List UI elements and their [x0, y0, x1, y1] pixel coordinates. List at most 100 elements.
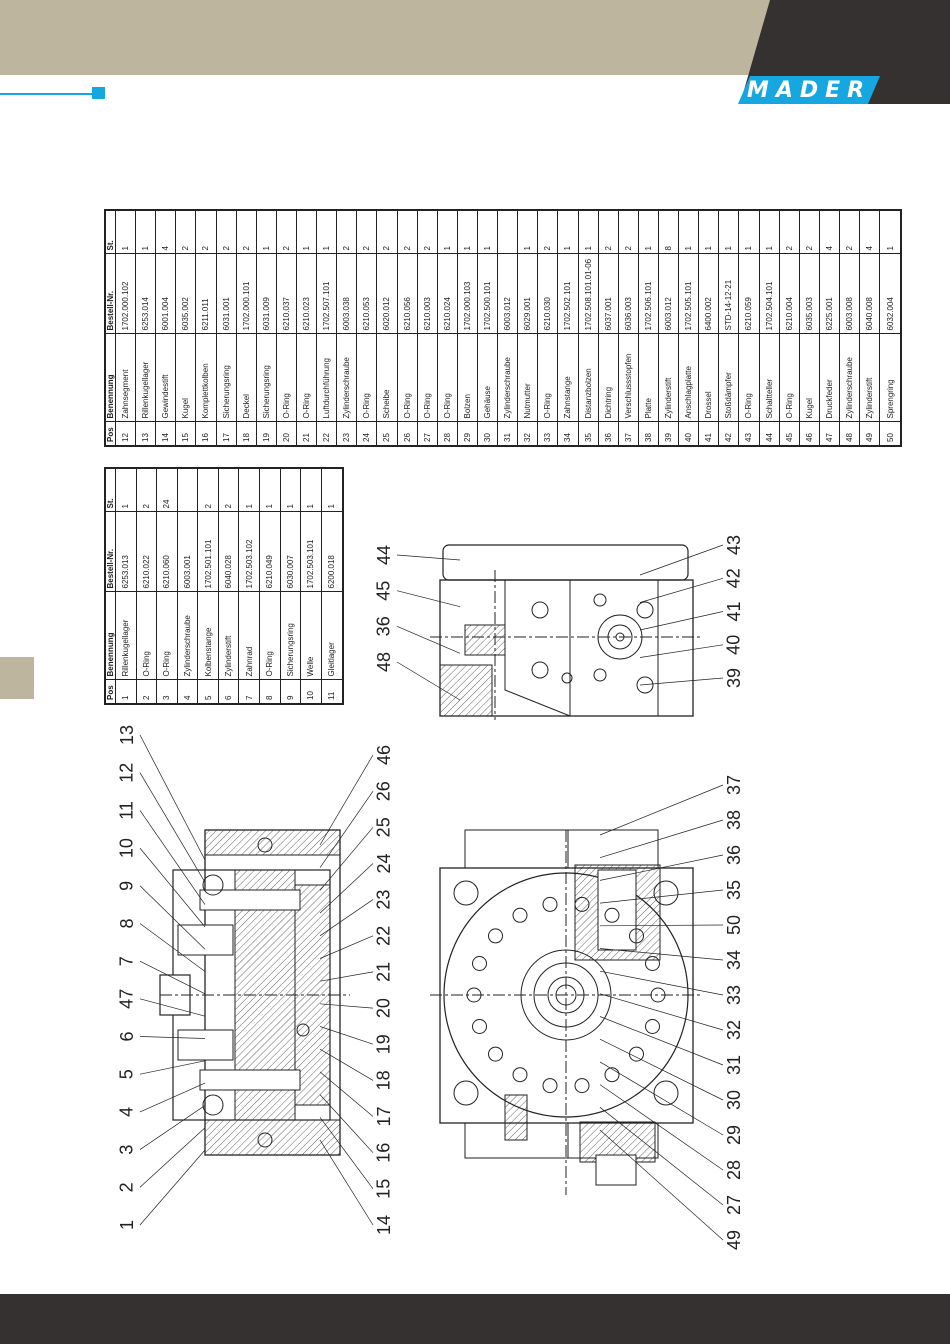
leader-line [599, 1016, 724, 1066]
leader-line [599, 1038, 724, 1101]
side-view [430, 544, 700, 720]
leader-line [139, 810, 206, 905]
leader-line [139, 1127, 206, 1188]
callout-number: 35 [724, 880, 744, 900]
callout-number: 5 [117, 1069, 137, 1079]
bolt-hole [574, 896, 590, 912]
leader-line [396, 554, 461, 561]
callout-number: 44 [374, 545, 394, 565]
callout-number: 25 [374, 817, 394, 837]
callout-number: 19 [374, 1034, 394, 1054]
callout-number: 11 [117, 801, 137, 820]
bolt-hole [542, 1078, 558, 1094]
leader-line [139, 1060, 206, 1075]
leader-line [139, 1149, 206, 1226]
leader-line [139, 1036, 206, 1039]
leader-line [139, 1082, 206, 1113]
leader-line [639, 644, 724, 658]
callout-number: 45 [374, 581, 394, 601]
callout-number: 33 [724, 985, 744, 1005]
callout-number: 12 [117, 763, 137, 783]
callout-number: 24 [374, 853, 394, 873]
leader-line [139, 923, 206, 972]
callout-number: 37 [724, 775, 744, 795]
leader-line [396, 661, 461, 701]
callout-number: 29 [724, 1125, 744, 1145]
leader-line [599, 819, 724, 859]
callout-number: 18 [374, 1070, 394, 1090]
callout-number: 28 [724, 1160, 744, 1180]
leader-line [139, 1105, 206, 1150]
leader-line [319, 1094, 374, 1153]
callout-number: 32 [724, 1020, 744, 1040]
callout-number: 6 [117, 1031, 137, 1041]
header-accent-line [0, 93, 92, 95]
cross-section-view [159, 829, 350, 1156]
leader-line [599, 1084, 724, 1171]
footer-band [0, 1294, 950, 1344]
leader-line [599, 889, 724, 904]
leader-line [599, 1107, 724, 1206]
bolt-hole [472, 956, 487, 971]
bolt-circle [466, 896, 666, 1094]
leader-line [599, 784, 724, 836]
callout-number: 50 [724, 915, 744, 935]
bolt-hole [629, 1046, 644, 1062]
leader-line [139, 734, 206, 861]
leader-line [319, 935, 374, 959]
leader-lines [139, 544, 724, 1241]
leader-line [319, 1117, 374, 1190]
leader-line [319, 1026, 374, 1045]
leader-line [319, 1139, 374, 1226]
leader-line [319, 899, 374, 937]
callout-number: 36 [724, 845, 744, 865]
side-tab-marker [0, 657, 34, 699]
callout-number: 20 [374, 998, 394, 1018]
top-view [430, 829, 700, 1195]
leader-line [639, 677, 724, 686]
callout-number: 1 [117, 1220, 137, 1230]
logo-text: MADER [746, 77, 872, 103]
callout-number: 34 [724, 950, 744, 970]
callout-number: 39 [724, 668, 744, 688]
bolt-hole [472, 1019, 487, 1034]
callout-number: 26 [374, 781, 394, 801]
bolt-hole [488, 928, 503, 944]
callout-number: 17 [374, 1106, 394, 1126]
callout-number: 30 [724, 1090, 744, 1110]
callout-number: 49 [724, 1230, 744, 1250]
callout-number: 46 [374, 745, 394, 765]
leader-line [639, 544, 724, 576]
leader-line [396, 590, 461, 608]
leader-line [599, 924, 724, 927]
leader-line [396, 625, 461, 654]
leader-line [319, 1048, 374, 1081]
callout-number: 7 [117, 956, 137, 966]
bolt-hole [645, 956, 660, 971]
callout-number: 31 [724, 1055, 744, 1075]
callout-number: 8 [117, 918, 137, 928]
leader-line [319, 1071, 374, 1117]
leader-line [599, 948, 724, 961]
leader-line [139, 998, 206, 1017]
leader-line [599, 970, 724, 996]
callout-number: 43 [724, 535, 744, 555]
leader-line [319, 754, 374, 846]
leader-line [319, 827, 374, 891]
callout-number: 10 [117, 838, 137, 858]
callout-number: 15 [374, 1179, 394, 1199]
bolt-hole [512, 1067, 528, 1083]
callout-number: 47 [117, 989, 137, 1009]
bolt-hole [629, 928, 644, 944]
callout-number: 48 [374, 652, 394, 672]
callout-numbers: 1234564778910111213141516171819202122232… [117, 535, 744, 1250]
callout-number: 13 [117, 725, 137, 745]
bolt-hole [604, 1067, 620, 1083]
leader-line [319, 1003, 374, 1009]
leader-line [639, 611, 724, 631]
bolt-hole [488, 1046, 503, 1062]
leader-line [139, 885, 206, 950]
mader-logo: MADER [738, 76, 880, 104]
callout-number: 40 [724, 635, 744, 655]
leader-line [639, 577, 724, 603]
